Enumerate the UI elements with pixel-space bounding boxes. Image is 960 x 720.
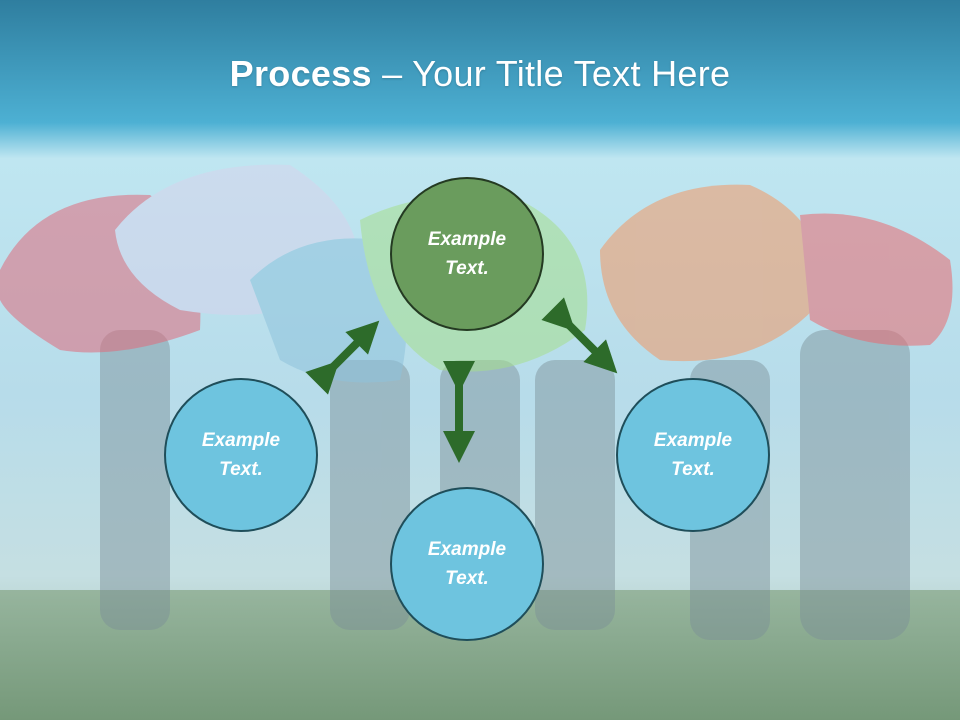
left-node[interactable]: Example Text.: [164, 378, 318, 532]
left-node-line2: Text.: [219, 459, 263, 480]
slide-title: Process – Your Title Text Here: [0, 52, 960, 96]
bottom-node[interactable]: Example Text.: [390, 487, 544, 641]
right-node-line1: Example: [653, 430, 733, 451]
right-node-line2: Text.: [671, 459, 715, 480]
center-node[interactable]: Example Text.: [390, 177, 544, 331]
bottom-node-line2: Text.: [445, 568, 489, 589]
right-node[interactable]: Example Text.: [616, 378, 770, 532]
title-rest: – Your Title Text Here: [371, 53, 731, 94]
center-node-line1: Example: [427, 229, 507, 250]
bottom-node-line1: Example: [427, 539, 507, 560]
center-node-line2: Text.: [445, 258, 489, 279]
title-bold: Process: [229, 53, 372, 94]
left-node-line1: Example: [201, 430, 281, 451]
